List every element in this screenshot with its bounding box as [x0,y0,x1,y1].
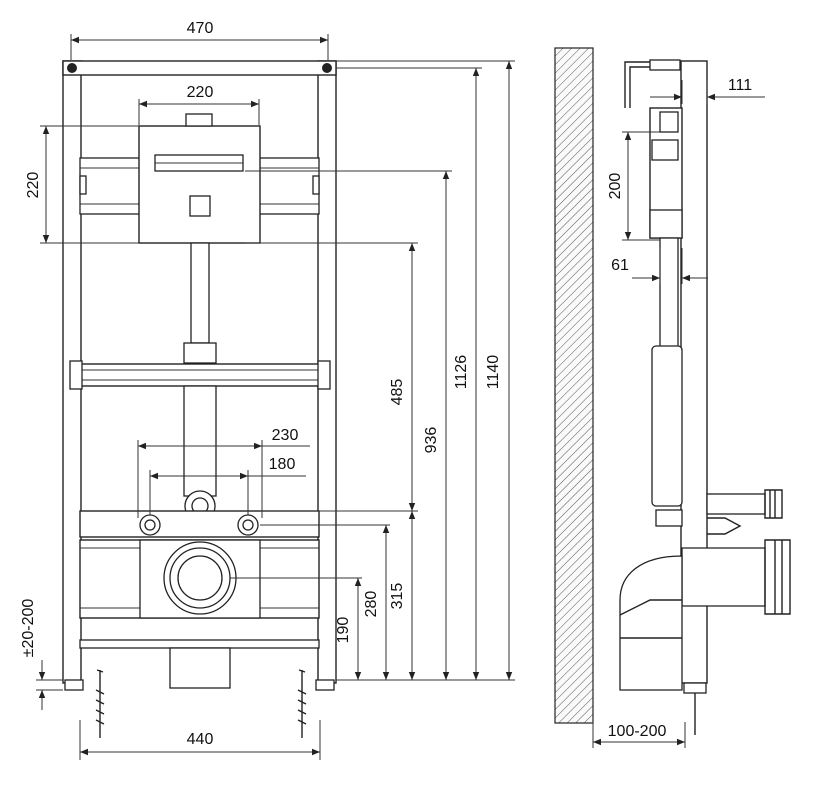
flush-pipe-coupling [183,342,217,364]
dim-side-61: 61 [611,257,629,274]
dim-cistern-width: 220 [187,84,214,101]
side-foot [683,682,707,694]
dim-height-315: 315 [389,583,406,610]
cistern-inspection-square [189,195,211,217]
right-anchor-bolt [297,669,307,738]
dim-height-280: 280 [363,591,380,618]
dim-side-cistern-depth: 200 [607,173,624,200]
side-pipe-clip [655,509,683,527]
dim-wall-distance: 100-200 [608,723,667,740]
waste-pipe-horizontal [681,547,766,607]
dim-overall-width: 470 [187,20,214,37]
cross-bar-left-clamp [69,360,83,390]
wall-section [554,47,594,724]
mid-cross-bar [71,363,329,387]
waste-pipe-stub [169,647,231,689]
flush-pipe-upper [190,242,210,344]
flush-pipe-lower [183,385,217,497]
side-flush-pipe-lower [651,345,683,507]
waste-elbow [619,555,683,691]
side-view: 111 200 61 100-200 [554,47,791,748]
dim-feet-spacing: 440 [187,731,214,748]
left-anchor-bolt [95,669,105,738]
side-flush-housing [651,139,679,161]
right-bracket-clip [312,175,320,195]
side-flush-pipe [659,237,679,349]
dim-waste-spacing-inner: 180 [269,456,296,473]
left-foot [64,679,84,691]
dim-foot-adjustment: ±20-200 [20,599,37,658]
right-foot [315,679,335,691]
side-valve [707,517,742,535]
top-left-bolt [67,63,77,73]
cross-bar-right-clamp [317,360,331,390]
mounting-plate [79,510,320,538]
left-bracket-clip [79,175,87,195]
side-inlet-connector [706,493,766,515]
side-inlet-fitting [764,489,783,519]
cistern-inlet-valve [185,113,213,127]
side-inlet-valve [659,111,679,133]
dim-height-936: 936 [423,427,440,454]
dim-height-485: 485 [389,379,406,406]
top-frame-rail [62,60,337,76]
front-view: 470 220 220 1140 1126 936 485 315 [20,20,515,760]
waste-pipe-socket [764,539,791,615]
dim-height-total: 1140 [485,355,502,390]
dim-side-111: 111 [728,77,752,94]
dim-height-190: 190 [335,617,352,644]
bottom-rail [79,639,320,649]
bracket-adjuster [649,59,681,71]
dim-height-1126: 1126 [453,355,470,390]
dim-waste-spacing-outer: 230 [272,427,299,444]
top-right-bolt [322,63,332,73]
dim-cistern-height: 220 [25,172,42,199]
cistern-body [138,125,261,244]
